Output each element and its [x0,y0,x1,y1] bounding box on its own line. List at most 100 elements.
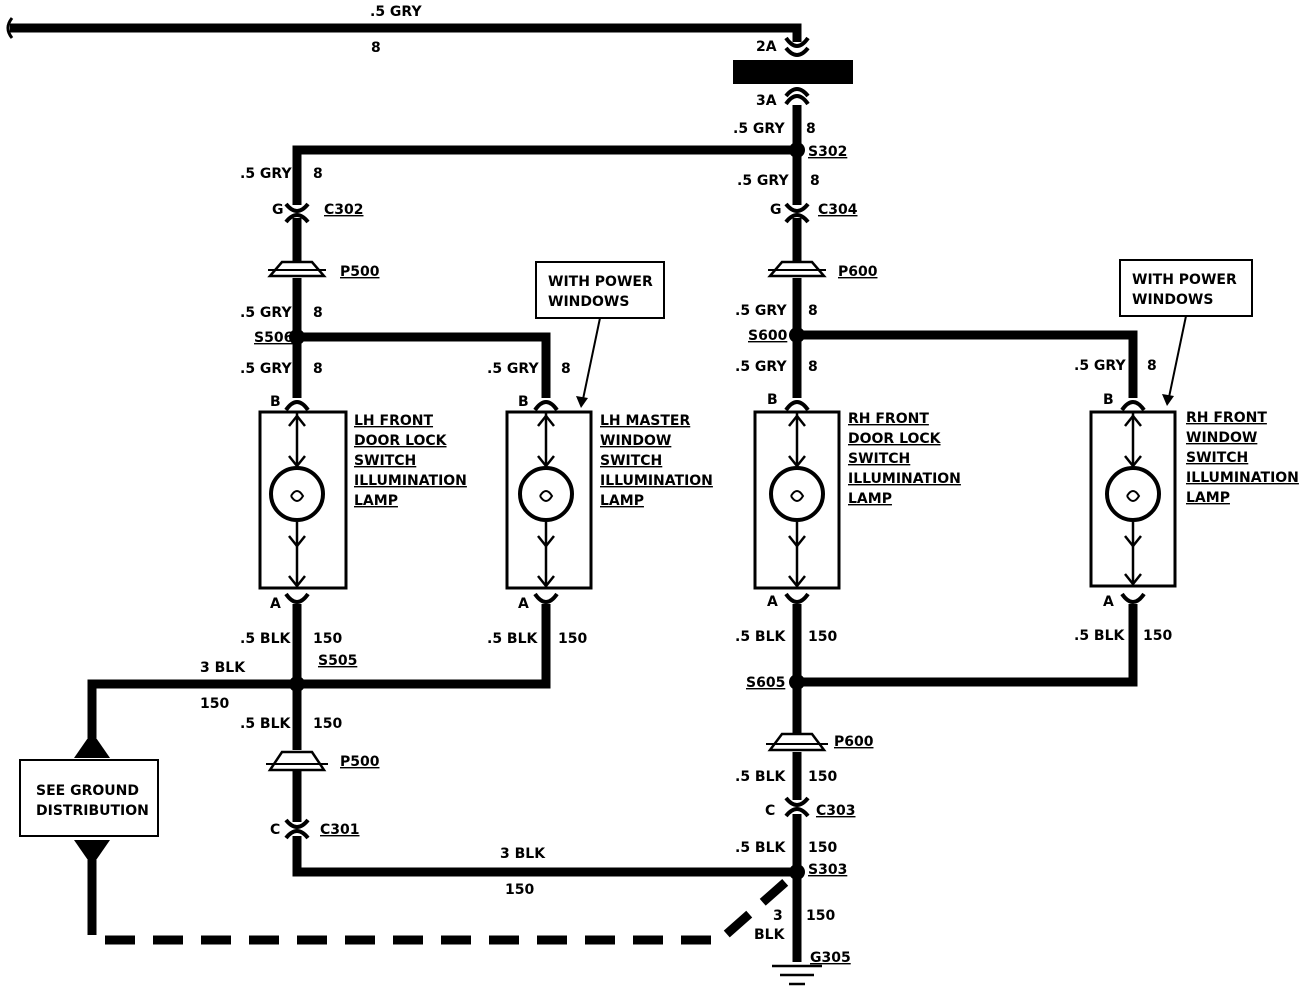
c301-return-wire [292,836,797,877]
rh-lamp1-name-4: ILLUMINATION [848,471,961,487]
rh-wire2-circuit: 8 [808,303,818,319]
rh-wire3-circuit: 8 [808,359,818,375]
lh-master-wire-label: .5 GRY [487,361,539,377]
wires [6,17,1138,962]
callout-line-2: WINDOWS [1132,292,1213,308]
rh-ground-final-size: 3 [773,908,783,924]
c304-label: C304 [818,202,858,218]
lh-lamp2-ground [297,604,551,689]
lamp-terminal-b-icon [533,400,559,412]
top-feed-circuit: 8 [371,40,381,56]
lh-lamp1-name-4: ILLUMINATION [354,473,467,489]
s605-label: S605 [746,675,785,691]
s506-splice-dot [289,329,305,345]
lh-lamp1-pin-b: B [270,394,281,410]
rh-lamp2-name-1: RH FRONT [1186,410,1267,426]
rh-ground-c303-label: .5 BLK [735,840,787,856]
lh-ground2-label: .5 BLK [487,631,539,647]
lamp-terminal-a-icon [1120,592,1146,604]
rh-wire1-label: .5 GRY [737,173,789,189]
rh-lamp2-name-5: LAMP [1186,490,1230,506]
lh-wire1-label: .5 GRY [240,166,292,182]
c303-label: C303 [816,803,856,819]
connectors [284,202,810,840]
lamp-terminal-a-icon [784,592,810,604]
lh-lamp2-name-3: SWITCH [600,453,662,469]
p600-lower-label: P600 [834,734,874,750]
lh-lamp1-name-2: DOOR LOCK [354,433,448,449]
lh-lamp2-pin-b: B [518,394,529,410]
s600-window-wire [797,330,1138,398]
rh-wire3-label: .5 GRY [735,359,787,375]
see-ground-line-1: SEE GROUND [36,783,139,799]
rh-lamp2-name-4: ILLUMINATION [1186,470,1299,486]
lh-ground2-circuit: 150 [558,631,587,647]
lh-lamp2-name-5: LAMP [600,493,644,509]
lh-lamp2-name-4: ILLUMINATION [600,473,713,489]
bulb-icon [1105,466,1161,522]
c301-pin: C [270,822,280,838]
terminal-2a-icon [784,36,810,48]
lamp-terminal-b-icon [284,400,310,412]
lamp-housing [258,410,348,590]
c301-connector-icon [284,818,310,840]
c302-pin: G [272,202,284,218]
c302-connector-icon [284,202,310,224]
callout-line-2: WINDOWS [548,294,629,310]
p500-lower-grommet-icon [266,750,328,772]
s506-label: S506 [254,330,293,346]
lh-ground1-label: .5 BLK [240,631,292,647]
lh-ground-main-label: 3 BLK [200,660,246,676]
lh-lamp2-name-2: WINDOW [600,433,671,449]
rh-wire1-circuit: 8 [810,173,820,189]
lh-ground-main-circuit: 150 [200,696,229,712]
p500-lower-label: P500 [340,754,380,770]
rh-lamp2-pin-b: B [1103,392,1114,408]
callout-rh-power-windows: WITH POWER WINDOWS [1119,259,1253,406]
c303-pin: C [765,803,775,819]
rh-lamp1-name-2: DOOR LOCK [848,431,942,447]
s505-ground-distribution-wire [87,679,297,738]
s302-label: S302 [808,144,847,160]
lh-lamp2-pin-a: A [518,596,529,612]
s302-splice-dot [789,142,805,158]
p500-upper-label: P500 [340,264,380,280]
p500-upper-grommet-icon [267,260,327,278]
rh-ground-below-label: .5 BLK [735,769,787,785]
rh-ground-below-circuit: 150 [808,769,837,785]
terminal-2a-icon-inner [784,46,810,57]
lh-lamp1-name-3: SWITCH [354,453,416,469]
ground-distribution-dashed [87,868,800,945]
triangle-down-icon [74,840,110,866]
s505-splice-dot [289,676,305,692]
rh-ground1-circuit: 150 [808,629,837,645]
fuse-block-bar [733,60,853,84]
triangle-up-icon [74,732,110,758]
s505-label: S505 [318,653,357,669]
c304-connector-icon [784,202,810,224]
return-wire-circuit: 150 [505,882,534,898]
see-ground-line-2: DISTRIBUTION [36,803,149,819]
rh-lamp2-ground [797,604,1138,687]
s506-master-wire [297,332,551,398]
c303-connector-icon [784,796,810,818]
terminal-3a-label: 3A [756,93,777,109]
rh-lamp1-pin-a: A [767,594,778,610]
lamp-terminal-a-icon [533,592,559,604]
c304-pin: G [770,202,782,218]
callout-line-1: WITH POWER [1132,272,1237,288]
lamp-rh-front-door-lock [753,400,841,604]
lh-wire3-label: .5 GRY [240,361,292,377]
fuse-block: 2A 3A [733,36,853,109]
p600-lower-grommet-icon [766,732,828,752]
lh-wire2-circuit: 8 [313,305,323,321]
s600-splice-dot [789,327,805,343]
lamp-terminal-b-icon [1120,400,1146,412]
ground-icon [772,964,822,986]
callout-lh-power-windows: WITH POWER WINDOWS [535,261,665,408]
pass-throughs [266,260,828,772]
lamp-lh-front-door-lock [258,400,348,604]
rh-ground2-circuit: 150 [1143,628,1172,644]
rh-lamp1-name-3: SWITCH [848,451,910,467]
feed-3a-circuit: 8 [806,121,816,137]
